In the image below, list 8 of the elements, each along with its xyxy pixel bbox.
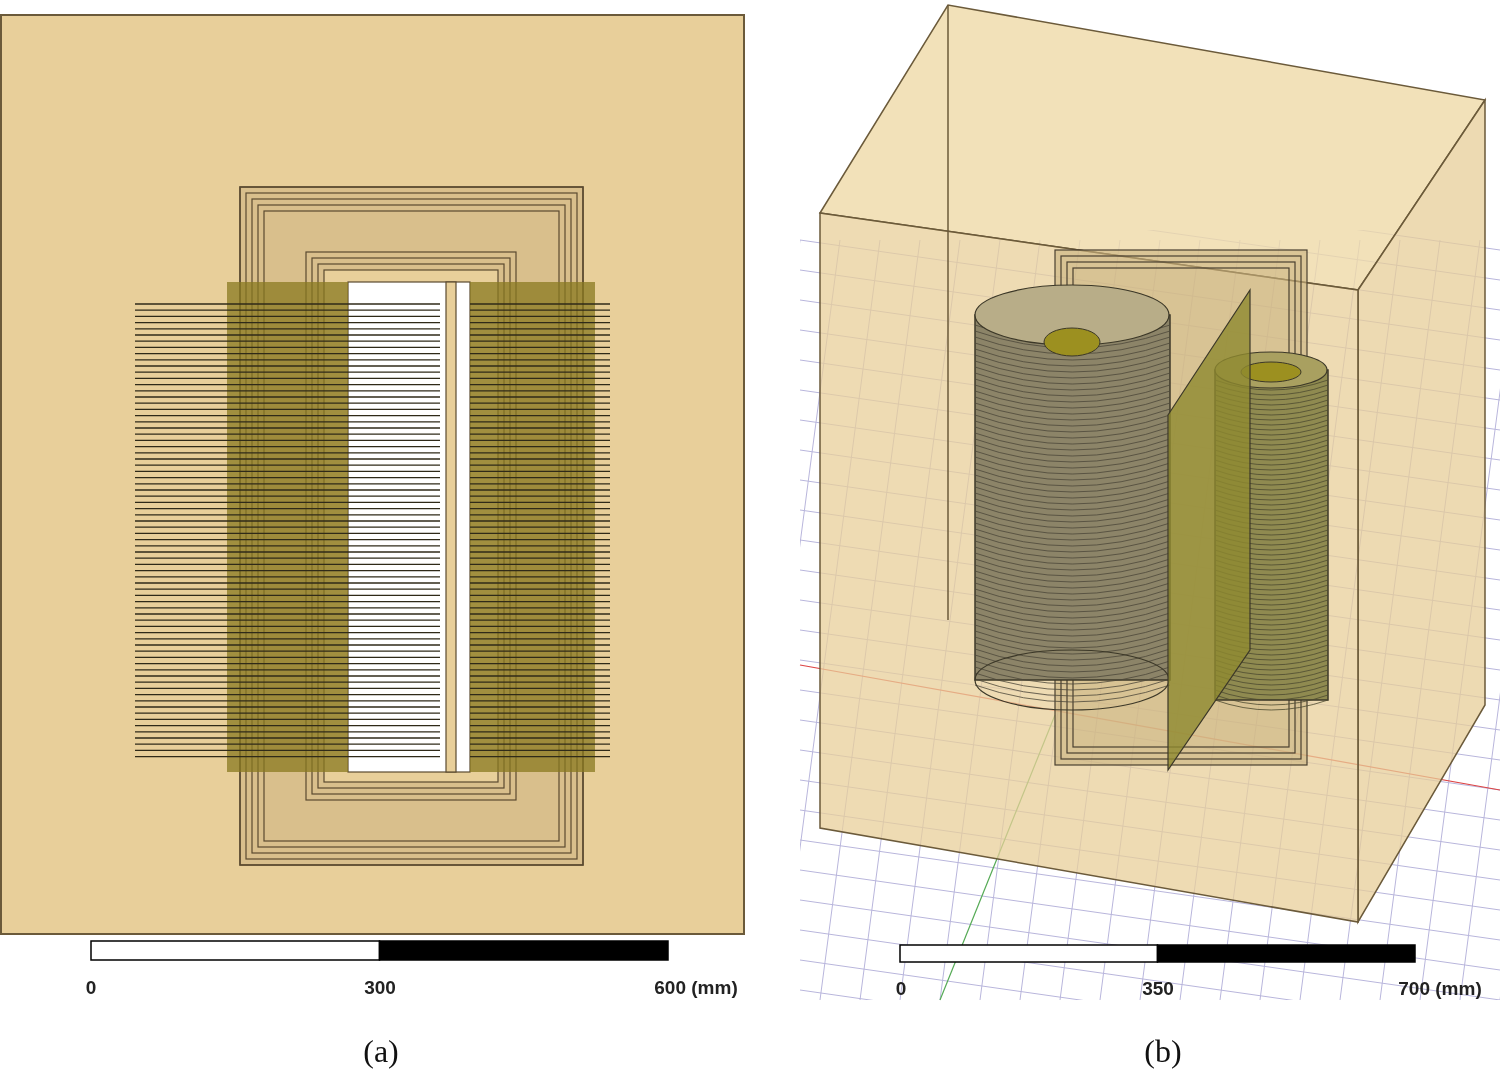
scale-label: 0	[85, 978, 97, 997]
panel-label: (a)	[363, 1035, 399, 1067]
panel-label: (b)	[1144, 1035, 1182, 1067]
scale-label: 600 (mm)	[654, 978, 738, 997]
scale-label: 700 (mm)	[1398, 979, 1482, 998]
scale-label: 350	[1142, 979, 1174, 998]
scale-label: 0	[895, 979, 907, 998]
scale-label: 300	[364, 978, 396, 997]
